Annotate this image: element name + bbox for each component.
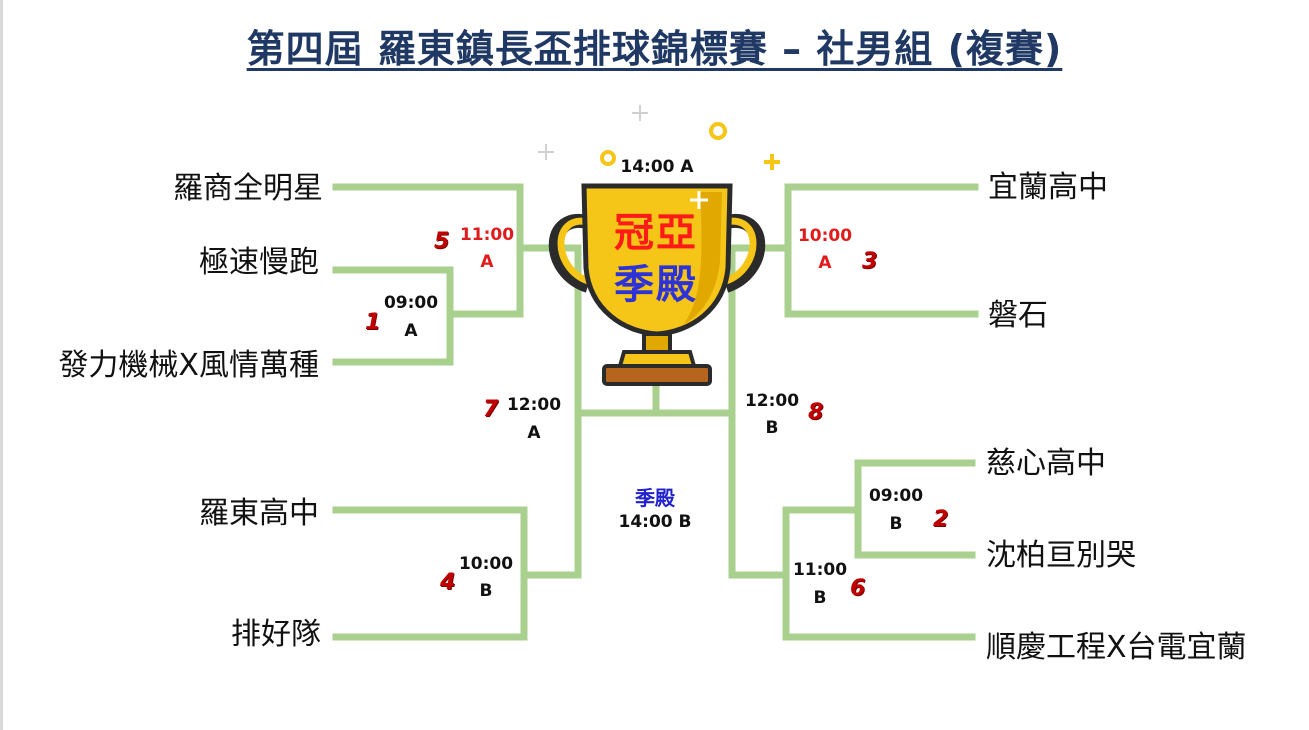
match-number-8: 8	[808, 400, 824, 425]
bracket-line-m6	[782, 506, 976, 641]
match-5-court: A	[480, 252, 494, 272]
bracket-line-m1	[332, 266, 454, 366]
trophy-label-final: 冠亞	[614, 210, 698, 256]
match-number-5: 5	[434, 229, 450, 254]
match-2-time: 09:00	[868, 486, 924, 506]
match-number-6: 6	[850, 576, 866, 601]
team-left-4: 羅東高中	[199, 496, 319, 531]
trophy-icon	[538, 105, 780, 386]
match-7-court: A	[527, 423, 541, 443]
team-left-5: 排好隊	[231, 617, 321, 652]
match-2-court: B	[889, 514, 903, 534]
team-right-3: 慈心高中	[986, 446, 1106, 481]
match-1-time: 09:00	[383, 293, 439, 313]
team-right-5: 順慶工程X台電宜蘭	[986, 630, 1247, 665]
match-number-4: 4	[440, 570, 456, 595]
match-8-court: B	[765, 418, 779, 438]
bronze-match-label: 季殿	[635, 486, 675, 510]
team-right-4: 沈柏亘別哭	[986, 538, 1136, 573]
match-number-1: 1	[365, 310, 381, 335]
bracket-line-m2	[854, 459, 976, 559]
match-5-time: 11:00	[459, 225, 515, 245]
page-title: 第四屆 羅東鎮長盃排球錦標賽 – 社男組 (複賽)	[246, 27, 1063, 71]
team-right-2: 磐石	[988, 298, 1048, 333]
bracket-line-m5	[332, 183, 524, 318]
match-3-court: A	[818, 253, 832, 273]
match-number-3: 3	[862, 249, 878, 274]
team-left-2: 極速慢跑	[199, 245, 319, 280]
match-6-time: 11:00	[792, 560, 848, 580]
match-4-court: B	[479, 581, 493, 601]
left-border-rule	[0, 0, 3, 730]
match-4-time: 10:00	[458, 554, 514, 574]
match-1-court: A	[404, 321, 418, 341]
team-left-1: 羅商全明星	[173, 171, 323, 206]
match-3-time: 10:00	[797, 226, 853, 246]
match-number-2: 2	[933, 507, 949, 532]
team-right-1: 宜蘭高中	[988, 170, 1108, 205]
match-8-time: 12:00	[744, 391, 800, 411]
bronze-match-time: 14:00 B	[618, 512, 692, 532]
match-7-time: 12:00	[506, 395, 562, 415]
match-6-court: B	[813, 588, 827, 608]
match-number-7: 7	[483, 397, 499, 422]
team-left-3: 發力機械X風情萬種	[58, 348, 319, 383]
final-time: 14:00 A	[620, 157, 694, 177]
trophy-label-third: 季殿	[614, 262, 698, 308]
